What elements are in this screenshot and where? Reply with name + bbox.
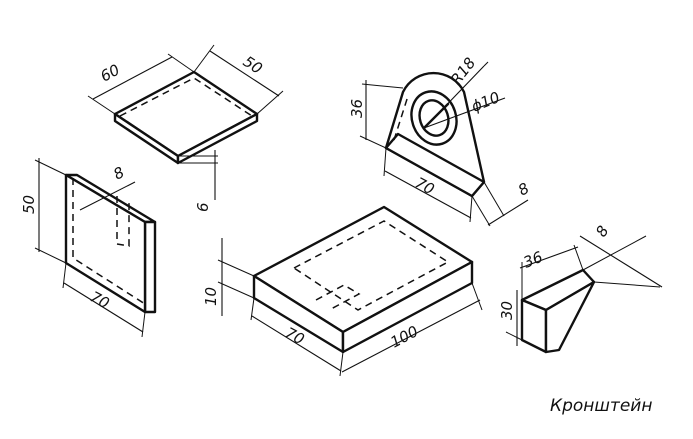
rib: 36 30 8 — [498, 222, 663, 354]
drawing-caption: Кронштейн — [550, 396, 653, 416]
rib-thickness-label: 8 — [592, 222, 612, 240]
lug-length-label: 70 — [412, 174, 437, 199]
lug: 36 R18 ϕ10 70 8 — [348, 54, 532, 227]
side-plate-height-label: 50 — [20, 195, 38, 214]
side-plate-slot-label: 8 — [110, 163, 127, 183]
side-plate: 50 70 8 — [20, 158, 157, 338]
base-plate: 10 70 100 — [202, 205, 483, 377]
base-plate-thickness-label: 10 — [202, 287, 220, 306]
top-plate-depth-label: 50 — [240, 52, 266, 77]
top-plate-width-label: 60 — [97, 61, 122, 86]
lug-thickness-label: 8 — [515, 179, 532, 199]
lug-height-label: 36 — [348, 99, 366, 118]
top-plate: 60 50 6 — [87, 44, 284, 212]
rib-height-label: 30 — [498, 301, 516, 320]
side-plate-length-label: 70 — [87, 288, 112, 313]
rib-top-label: 36 — [521, 248, 545, 272]
lug-hole-label: ϕ10 — [469, 88, 503, 116]
top-plate-thickness-label: 6 — [194, 202, 212, 212]
